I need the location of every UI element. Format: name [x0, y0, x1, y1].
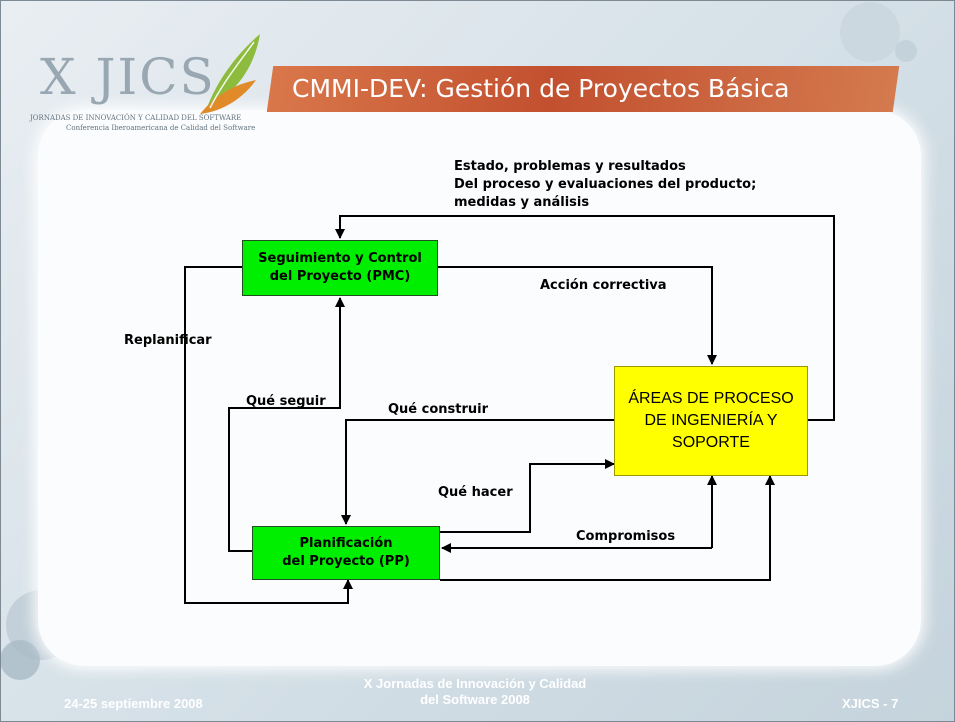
label-estado-line1: Estado, problemas y resultados: [454, 159, 686, 174]
arrow-que-construir: [341, 419, 614, 525]
decor-circle: [0, 640, 40, 680]
node-pmc: Seguimiento y Control del Proyecto (PMC): [242, 240, 438, 296]
arrow-que-seguir: [228, 297, 345, 552]
node-pp: Planificación del Proyecto (PP): [252, 526, 440, 580]
label-compromisos: Compromisos: [576, 529, 676, 544]
logo-tagline: Conferencia Iberoamericana de Calidad de…: [66, 124, 256, 132]
footer-event: X Jornadas de Innovación y Calidad del S…: [363, 676, 587, 707]
label-accion-correctiva: Acción correctiva: [540, 278, 667, 293]
arrow-replanificar: [184, 266, 353, 604]
footer-page-number: XJICS - 7: [842, 696, 899, 711]
arrow-pp-to-areas: [440, 475, 775, 581]
footer-date: 24-25 septiembre 2008: [64, 696, 203, 711]
node-areas: ÁREAS DE PROCESO DE INGENIERÍA Y SOPORTE: [614, 366, 808, 476]
logo-subtitle: JORNADAS DE INNOVACIÓN Y CALIDAD DEL SOF…: [30, 114, 242, 122]
logo: X JICS: [40, 48, 216, 106]
decor-circle: [895, 40, 917, 62]
slide-title: CMMI-DEV: Gestión de Proyectos Básica: [292, 74, 790, 103]
label-estado-line2: Del proceso y evaluaciones del producto;: [454, 177, 757, 192]
label-que-construir: Qué construir: [388, 402, 489, 417]
decor-circle: [840, 2, 900, 62]
label-que-seguir: Qué seguir: [246, 394, 326, 409]
label-estado-line3: medidas y análisis: [454, 195, 590, 210]
arrow-que-hacer: [440, 459, 615, 533]
arrow-accion-correctiva: [438, 266, 717, 365]
label-que-hacer: Qué hacer: [438, 485, 513, 500]
arrow-estado: [335, 215, 835, 421]
label-replanificar: Replanificar: [124, 333, 212, 348]
leaf-logo-icon: [200, 34, 260, 114]
